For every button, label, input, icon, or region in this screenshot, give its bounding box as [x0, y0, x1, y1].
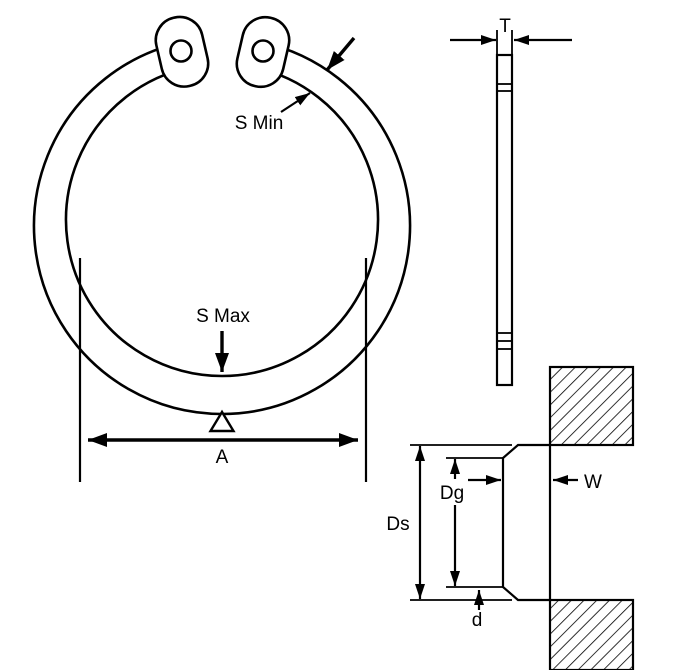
- s-min-annotation: S Min: [235, 36, 356, 134]
- ring-side-view: T: [450, 16, 572, 387]
- hatched-component-lower: [548, 598, 635, 670]
- label-ds: Ds: [386, 514, 409, 535]
- ds-dimension: Ds: [386, 444, 512, 601]
- lug-hole-left: [169, 39, 193, 63]
- label-dg: Dg: [440, 483, 464, 504]
- label-w: W: [584, 472, 602, 493]
- label-s-max: S Max: [196, 306, 250, 327]
- ring-edge-profile: [495, 53, 514, 387]
- label-s-min: S Min: [235, 113, 284, 134]
- s-min-outer-arrow: [325, 36, 356, 72]
- w-dimension: W: [468, 472, 602, 493]
- s-max-annotation: S Max: [196, 306, 250, 433]
- dg-dimension: Dg: [440, 457, 503, 588]
- installation-section: [501, 365, 635, 670]
- s-min-inner-arrow: [280, 92, 311, 113]
- s-max-open-arrowhead: [208, 409, 236, 433]
- hatched-component-upper: [548, 365, 635, 447]
- ring-front-view: [32, 15, 412, 416]
- label-t: T: [499, 16, 511, 37]
- label-d: d: [472, 610, 483, 631]
- a-dimension: A: [78, 258, 368, 482]
- ring-body: [32, 40, 412, 416]
- lug-hole-right: [251, 39, 275, 63]
- ring-section-in-groove: [501, 443, 552, 602]
- label-a: A: [216, 447, 229, 468]
- d-dimension: d: [472, 590, 484, 631]
